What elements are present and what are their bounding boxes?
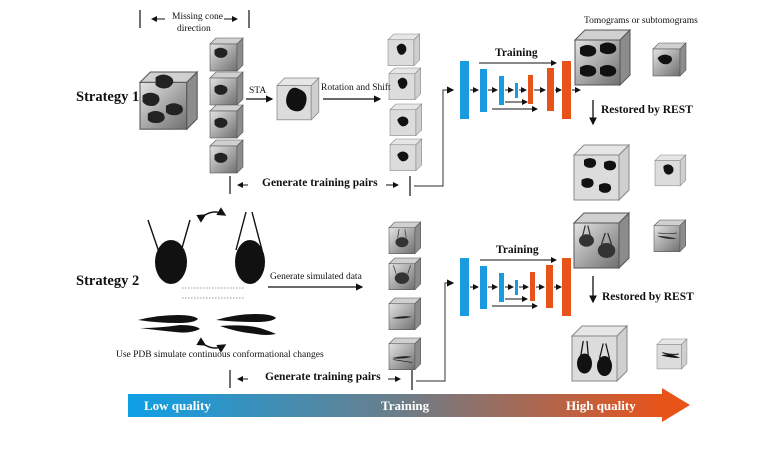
s2-bottleneck-layer — [515, 280, 518, 295]
s2-decoder-layer — [530, 272, 535, 301]
s1-unet — [460, 60, 581, 119]
low-quality-label: Low quality — [144, 398, 211, 413]
s1-restored-tomogram — [573, 144, 630, 201]
s2-decoder-layer — [562, 258, 571, 316]
tomograms-label: Tomograms or subtomograms — [584, 16, 698, 26]
s1-rotated-column — [387, 33, 422, 171]
s1-input-subtomogram — [652, 42, 687, 77]
s2-encoder-layer — [480, 266, 487, 309]
missing-cone-label-line2: direction — [177, 24, 211, 34]
s2-training-label: Training — [496, 244, 539, 256]
s1-encoder-layer — [460, 61, 469, 119]
s2-unet — [460, 257, 571, 316]
s2-pairs-to-network-connector — [416, 279, 455, 382]
s2-restored-tomogram — [571, 325, 628, 382]
s2-conformation-arrow-top — [196, 207, 227, 223]
s1-restored-subtomogram — [654, 154, 687, 187]
s2-molecule-open — [147, 219, 191, 284]
rotation-shift-label: Rotation and Shift — [321, 83, 391, 93]
s2-input-tomogram — [573, 212, 630, 269]
s2-encoder-layer — [499, 273, 504, 302]
strategy-2-label: Strategy 2 — [76, 273, 140, 289]
s2-molecule-flat-1 — [138, 315, 200, 333]
s2-molecule-flat-2 — [216, 314, 276, 335]
s2-pairs-column — [388, 221, 421, 370]
quality-arrow — [128, 388, 690, 422]
s1-subtomogram-column — [209, 37, 244, 174]
training-quality-label: Training — [381, 398, 430, 413]
s1-decoder-layer — [562, 61, 571, 119]
s1-training-label: Training — [495, 47, 538, 59]
high-quality-label: High quality — [566, 398, 636, 413]
s1-tomogram-cube — [139, 71, 198, 130]
s2-restored-subtomogram — [656, 338, 688, 370]
s1-decoder-layer — [528, 75, 533, 104]
simulated-data-label: Generate simulated data — [270, 272, 362, 282]
pdb-simulation-label: Use PDB simulate continuous conformation… — [116, 350, 324, 360]
s1-bottleneck-layer — [515, 83, 518, 98]
missing-cone-label-line1: Missing cone — [172, 12, 223, 22]
s1-generate-pairs-label: Generate training pairs — [262, 177, 378, 189]
s1-encoder-layer — [499, 76, 504, 105]
s1-decoder-layer — [547, 68, 554, 111]
s2-encoder-layer — [460, 258, 469, 316]
sta-average-cube — [276, 77, 320, 121]
s2-restored-label: Restored by REST — [602, 291, 694, 303]
s2-input-subtomogram — [653, 219, 686, 252]
sta-label: STA — [249, 86, 267, 96]
s2-molecule-closed — [235, 211, 265, 284]
strategy-1-label: Strategy 1 — [76, 89, 140, 105]
s1-input-tomogram — [574, 29, 631, 86]
s1-encoder-layer — [480, 69, 487, 112]
s2-generate-pairs-label: Generate training pairs — [265, 371, 381, 383]
s1-restored-label: Restored by REST — [601, 104, 693, 116]
s1-pairs-to-network-connector — [414, 86, 455, 187]
s2-conformation-arrow-bottom — [196, 337, 227, 353]
s2-decoder-layer — [546, 265, 553, 308]
